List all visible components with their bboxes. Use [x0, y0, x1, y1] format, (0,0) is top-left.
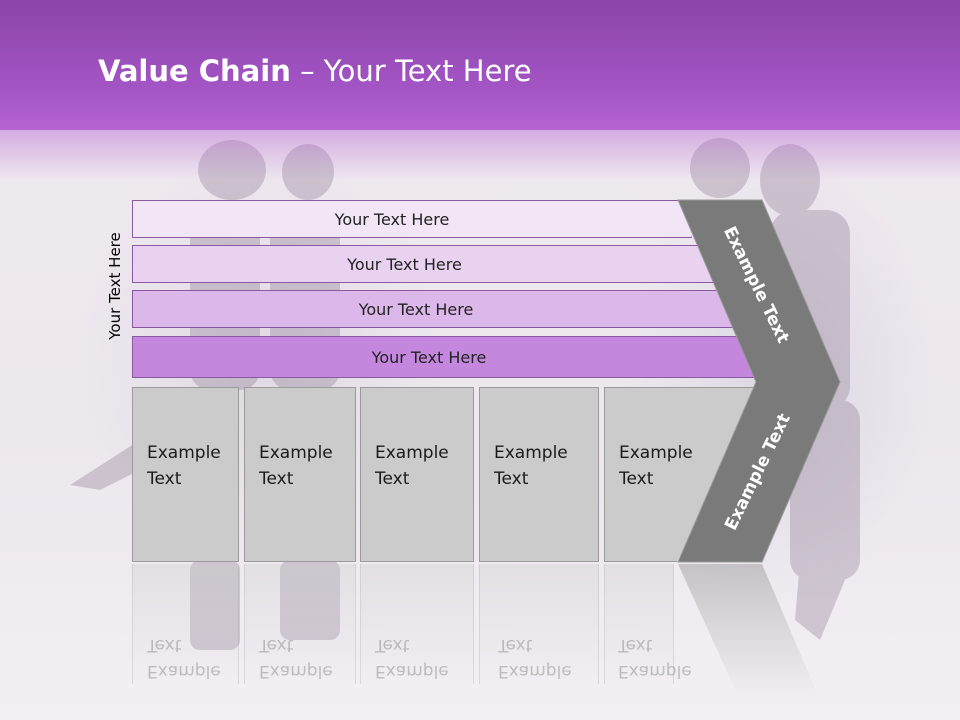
box-2-line2: Text — [259, 469, 294, 489]
box-4-line1: Example — [494, 443, 568, 463]
title-rest: – Your Text Here — [290, 54, 532, 88]
box-3-line2: Text — [375, 469, 410, 489]
header-band — [0, 0, 960, 130]
box-2-line1: Example — [259, 443, 333, 463]
box-1-line1: Example — [147, 443, 221, 463]
slide-title: Value Chain – Your Text Here — [98, 54, 532, 88]
bar-1-label: Your Text Here — [334, 209, 450, 229]
box-2-reflection — [244, 564, 356, 684]
box-5-line1: Example — [619, 443, 693, 463]
bar-3[interactable]: Your Text Here — [132, 290, 740, 328]
box-5-reflection — [604, 564, 674, 684]
box-4-reflection — [479, 564, 599, 684]
title-bold: Value Chain — [98, 54, 291, 88]
chevron-reflection — [678, 564, 820, 700]
bar-2-label: Your Text Here — [347, 254, 462, 274]
example-box-2[interactable]: Example Text — [244, 387, 356, 562]
bar-2[interactable]: Your Text Here — [132, 245, 717, 283]
box-4-line2: Text — [494, 469, 529, 489]
box-1-reflection — [132, 564, 239, 684]
bar-1[interactable]: Your Text Here — [132, 200, 692, 238]
example-box-4[interactable]: Example Text — [479, 387, 599, 562]
header-fade — [0, 120, 960, 180]
bar-4[interactable]: Your Text Here — [132, 336, 766, 378]
bar-3-label: Your Text Here — [358, 299, 474, 319]
box-3-reflection — [360, 564, 474, 684]
box-3-line1: Example — [375, 443, 449, 463]
box-1-line2: Text — [147, 469, 182, 489]
example-box-1[interactable]: Example Text — [132, 387, 239, 562]
chevron-shape — [677, 199, 841, 563]
example-box-3[interactable]: Example Text — [360, 387, 474, 562]
bar-4-label: Your Text Here — [371, 347, 487, 367]
box-5-line2: Text — [619, 469, 654, 489]
